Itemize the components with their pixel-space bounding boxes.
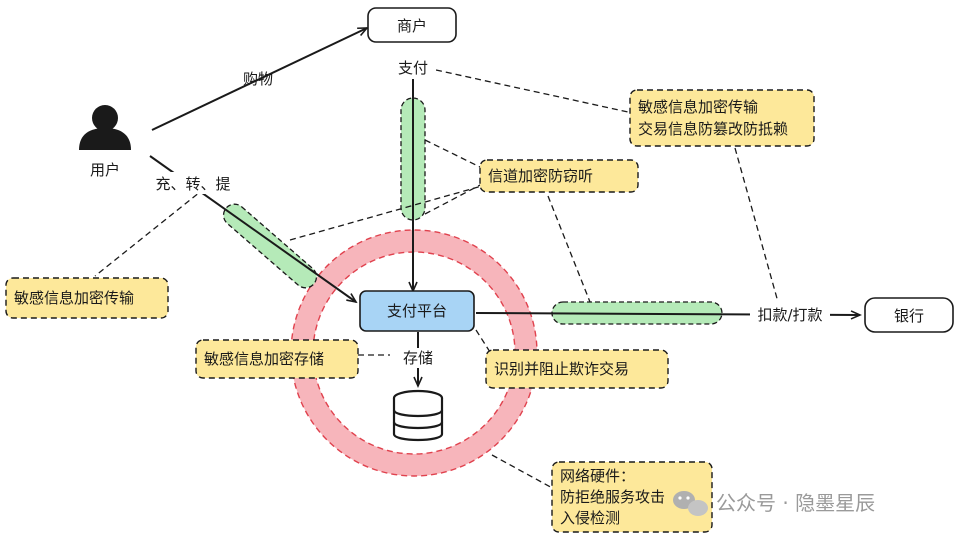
edge-labels: 购物 支付 充、转、提 存储 扣款/打款	[148, 57, 830, 368]
note-channel-text: 信道加密防窃听	[488, 167, 593, 185]
annotation-leaders	[94, 69, 779, 491]
database-icon	[392, 389, 444, 442]
note-user-text: 敏感信息加密传输	[14, 289, 134, 307]
edge-user-merchant	[151, 27, 369, 131]
note-merchant-line-2: 交易信息防篡改防抵赖	[638, 120, 788, 138]
note-network-line-1: 网络硬件：	[560, 467, 635, 485]
note-user: 敏感信息加密传输	[5, 277, 169, 319]
note-fraud: 识别并阻止欺诈交易	[485, 349, 669, 389]
user-label: 用户	[90, 161, 120, 179]
note-channel: 信道加密防窃听	[479, 159, 639, 193]
pay-label: 支付	[398, 59, 428, 77]
watermark: 公众号 · 隐墨星辰	[673, 491, 875, 516]
watermark-text: 公众号 · 隐墨星辰	[716, 491, 875, 515]
note-storage: 敏感信息加密存储	[195, 339, 359, 379]
wechat-icon	[673, 491, 708, 516]
user-node: 用户	[79, 105, 131, 179]
platform-label: 支付平台	[387, 302, 447, 320]
note-network-line-2: 防拒绝服务攻击	[560, 488, 665, 506]
note-network: 网络硬件： 防拒绝服务攻击 入侵检测	[551, 461, 713, 533]
bank-node: 银行	[864, 297, 954, 333]
merchant-label: 商户	[397, 17, 427, 35]
note-storage-text: 敏感信息加密存储	[204, 350, 324, 368]
user-icon	[79, 105, 131, 150]
note-merchant: 敏感信息加密传输 交易信息防篡改防抵赖	[629, 89, 815, 147]
channel-tube-user	[222, 203, 318, 289]
shopping-label: 购物	[243, 70, 273, 88]
debit-credit-label: 扣款/打款	[757, 306, 822, 324]
note-merchant-line-1: 敏感信息加密传输	[638, 98, 758, 116]
merchant-node: 商户	[367, 7, 457, 43]
note-fraud-text: 识别并阻止欺诈交易	[494, 360, 629, 378]
platform-node: 支付平台	[359, 290, 475, 332]
note-network-line-3: 入侵检测	[560, 509, 620, 527]
storage-label: 存储	[403, 349, 433, 367]
bank-label: 银行	[894, 307, 924, 325]
recharge-transfer-withdraw-label: 充、转、提	[155, 175, 230, 193]
